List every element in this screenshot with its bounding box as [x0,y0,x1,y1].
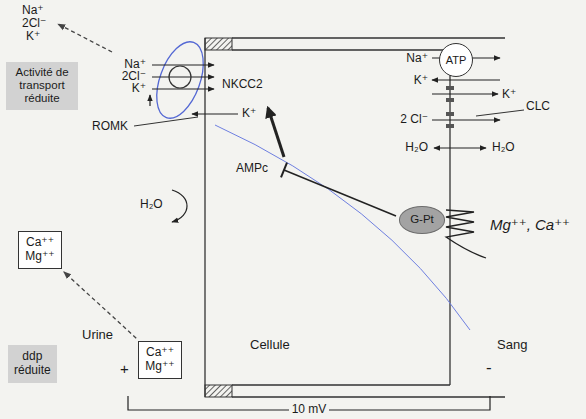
pump-circle: ATP [439,43,474,78]
compartment-label: Sang [497,338,527,353]
leader-line [476,110,524,116]
water-label: H₂O [492,141,515,155]
ion-label: Na⁺ [406,52,428,66]
ion-box: Ca⁺⁺ Mg⁺⁺ [18,231,61,269]
polarity-sign: + [120,360,129,377]
apical-membrane [204,38,205,397]
flux-arrow [152,88,214,89]
ion-label: 2 Cl⁻ [400,113,428,127]
box-text: Ca⁺⁺ Mg⁺⁺ [145,346,174,374]
shaded-note-box: ddp réduite [8,345,57,383]
stimulation-arrow [268,108,284,157]
box-text: Activité de transport réduite [10,66,74,106]
flux-arrow [432,119,500,120]
flux-arrow [432,79,500,80]
flux-arrow [432,93,498,94]
ion-label: K⁺ [132,82,146,96]
water-arrow [434,147,486,148]
ion-label: K⁺ [242,107,256,121]
leader-line [134,117,198,126]
messenger-label: AMPc [236,162,268,176]
water-label: H₂O [140,198,163,212]
box-text: G-Pt [410,213,434,226]
shaded-note-box: Activité de transport réduite [6,62,78,110]
flux-arrow [149,95,150,106]
ion-box: Ca⁺⁺ Mg⁺⁺ [138,341,181,379]
blue-curve [215,125,470,330]
potential-label: 10 mV [289,403,330,417]
channel-symbol [446,124,454,128]
channel-symbol [446,98,454,102]
tight-junction [205,38,232,50]
channel-label: CLC [526,100,550,114]
ligand-label: Mg⁺⁺, Ca⁺⁺ [490,216,570,233]
flux-arrow [152,64,214,65]
compartment-label: Cellule [250,338,290,353]
polarity-sign: - [486,358,492,378]
ion-label: K⁺ [502,88,516,102]
receptor-helices [446,210,486,258]
ion-label: K⁺ [414,74,428,88]
flux-arrow [152,76,214,77]
tight-junction [205,385,232,397]
ion-label: Na⁺ [22,4,44,18]
ion-label: 2Cl⁻ [22,17,46,31]
inhibition-line [284,170,396,216]
dashed-flux-arrow [58,24,112,52]
box-text: Ca⁺⁺ Mg⁺⁺ [25,236,54,264]
transporter-label: NKCC2 [222,78,263,92]
compartment-label: Urine [82,328,113,343]
channel-symbol [446,112,454,116]
box-text: ATP [446,54,467,67]
transporter-highlight [148,36,213,125]
flux-arrow [192,113,238,114]
receptor-blob: G-Pt [399,206,445,233]
channel-label: ROMK [92,120,128,134]
water-curved-arrow [172,190,187,222]
channel-symbol [446,86,454,90]
inhibition-bar [281,163,287,178]
tubule-wall [232,38,505,397]
box-text: ddp réduite [14,350,51,378]
water-label: H₂O [405,141,428,155]
ion-label: K⁺ [26,30,40,44]
